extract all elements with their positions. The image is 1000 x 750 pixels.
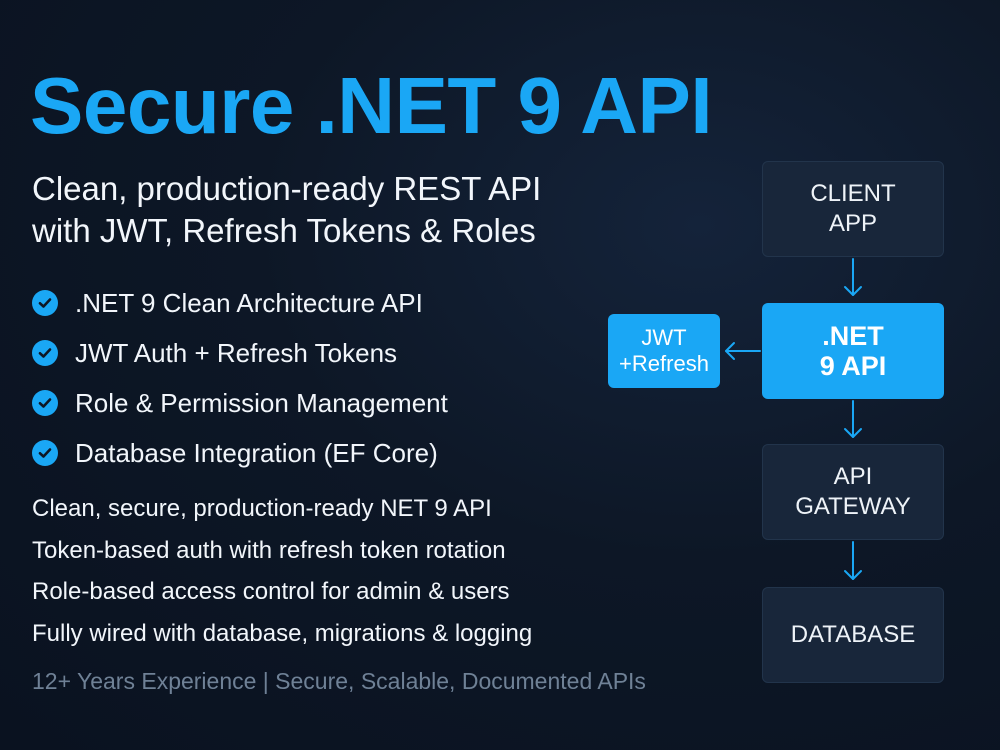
feature-item: JWT Auth + Refresh Tokens (32, 328, 448, 378)
benefit-item: Clean, secure, production-ready NET 9 AP… (32, 495, 492, 522)
node-label: CLIENT (810, 180, 896, 207)
arrow-icon (844, 258, 862, 296)
client-app-node: CLIENT APP (762, 161, 944, 257)
arrow-icon (844, 400, 862, 438)
api-gateway-node: API GATEWAY (762, 444, 944, 540)
feature-item: Database Integration (EF Core) (32, 428, 448, 478)
check-circle-icon (32, 340, 58, 366)
benefit-item: Token-based auth with refresh token rota… (32, 536, 506, 564)
feature-label: JWT Auth + Refresh Tokens (75, 337, 398, 368)
node-label: .NET (822, 321, 884, 351)
node-label: +Refresh (619, 351, 709, 376)
subtitle: Clean, production-ready REST API with JW… (32, 168, 672, 252)
node-label: JWT (641, 325, 687, 350)
check-circle-icon (32, 440, 58, 466)
feature-label: Database Integration (EF Core) (75, 437, 438, 468)
arrow-icon (844, 541, 862, 580)
database-node: DATABASE (762, 587, 944, 683)
node-label: 9 API (819, 351, 887, 381)
node-label: GATEWAY (795, 493, 911, 520)
check-circle-icon (32, 390, 58, 416)
node-label: API (833, 463, 873, 490)
feature-list: .NET 9 Clean Architecture API JWT Auth +… (32, 278, 448, 478)
arrow-icon (725, 342, 761, 360)
benefit-item: Fully wired with database, migrations & … (32, 619, 533, 647)
feature-label: .NET 9 Clean Architecture API (75, 287, 423, 318)
subtitle-line-1: Clean, production-ready REST API (32, 170, 542, 207)
jwt-refresh-node: JWT +Refresh (608, 314, 720, 388)
benefit-item: Role-based access control for admin & us… (32, 578, 510, 605)
feature-item: .NET 9 Clean Architecture API (32, 278, 448, 328)
feature-item: Role & Permission Management (32, 378, 448, 428)
page-title: Secure .NET 9 API (30, 61, 713, 150)
node-label: DATABASE (790, 621, 916, 648)
footer-tagline: 12+ Years Experience | Secure, Scalable,… (32, 668, 646, 694)
subtitle-line-2: with JWT, Refresh Tokens & Roles (32, 212, 536, 249)
check-circle-icon (32, 290, 58, 316)
node-label: APP (828, 210, 878, 237)
benefit-list: Clean, secure, production-ready NET 9 AP… (32, 488, 532, 654)
dotnet-api-node: .NET 9 API (762, 303, 944, 399)
feature-label: Role & Permission Management (75, 387, 448, 418)
